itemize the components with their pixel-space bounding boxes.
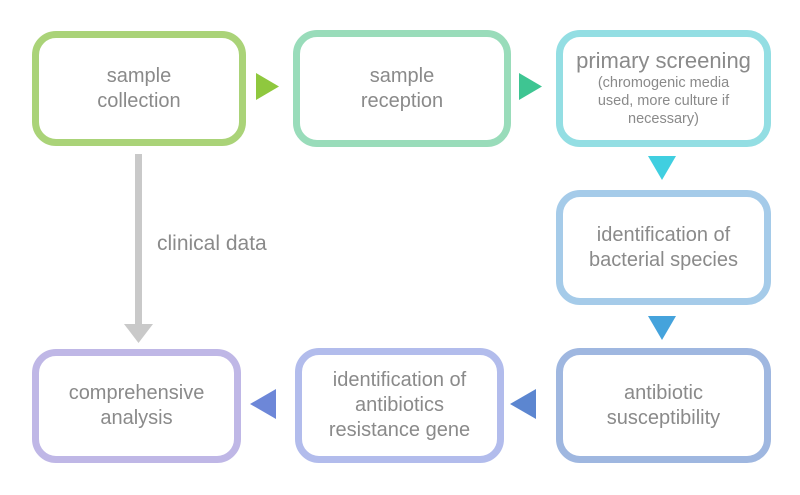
node-label: identification of antibiotics resistance… — [328, 369, 471, 441]
node-label: identification of bacterial species — [589, 223, 738, 271]
node-label: primary screening — [576, 47, 751, 73]
node-identification-of-bacterial-species: identification of bacterial species — [556, 190, 771, 305]
node-sublabel: (chromogenic media used, more culture if… — [597, 74, 730, 128]
clinical-data-label: clinical data — [157, 232, 267, 255]
node-antibiotic-susceptibility: antibiotic susceptibility — [556, 348, 771, 463]
node-label: sample reception — [360, 64, 444, 112]
node-primary-screening: primary screening (chromogenic media use… — [556, 30, 771, 147]
arrow-right-icon — [256, 73, 279, 100]
node-identification-of-antibiotics-resistance-gene: identification of antibiotics resistance… — [295, 348, 504, 463]
node-sample-collection: sample collection — [32, 31, 246, 146]
node-comprehensive-analysis: comprehensive analysis — [32, 349, 241, 463]
arrow-left-icon — [250, 389, 276, 419]
arrow-down-icon — [124, 324, 153, 343]
arrow-left-icon — [510, 389, 536, 419]
arrow-down-icon — [648, 156, 676, 180]
node-label: antibiotic susceptibility — [606, 381, 721, 429]
node-label: comprehensive analysis — [68, 382, 205, 429]
node-label: sample collection — [97, 64, 181, 112]
node-sample-reception: sample reception — [293, 30, 511, 147]
arrow-right-icon — [519, 73, 542, 100]
arrow-down-icon — [648, 316, 676, 340]
clinical-data-connector-line — [135, 154, 142, 324]
